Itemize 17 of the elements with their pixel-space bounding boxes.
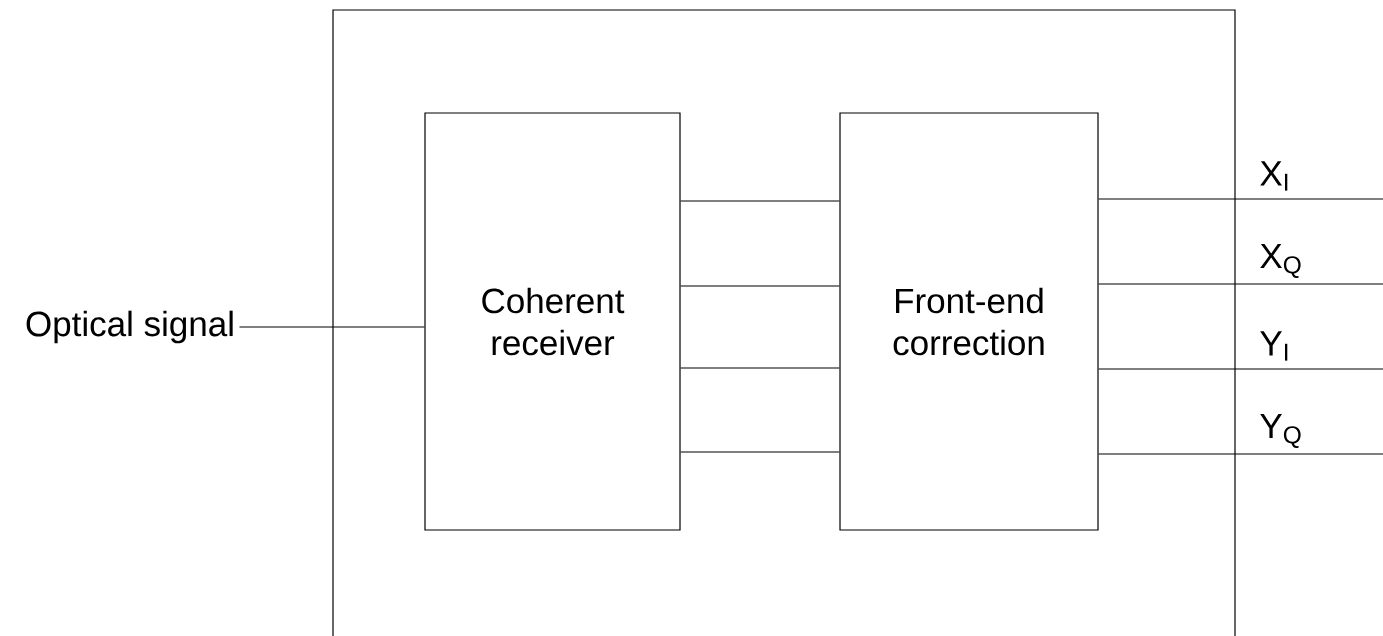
- edge-label: X$_{Q}$: [1260, 244, 1301, 278]
- edge-label: X$_{I}$: [1260, 161, 1288, 191]
- edge-label: Y$_{I}$: [1260, 331, 1288, 361]
- signal-line: [680, 451, 840, 453]
- process-box: Coherent receiver: [424, 112, 681, 531]
- signal-line: [1098, 198, 1383, 200]
- signal-line: [238, 326, 425, 328]
- input-label: Optical signal: [26, 310, 233, 344]
- signal-line: [1098, 283, 1383, 285]
- signal-line: [680, 200, 840, 202]
- frame: [332, 9, 1236, 636]
- process-box: Front-end correction: [839, 112, 1099, 531]
- edge-label: Y$_{Q}$: [1260, 414, 1301, 448]
- signal-line: [1098, 453, 1383, 455]
- signal-line: [680, 367, 840, 369]
- signal-line: [680, 285, 840, 287]
- signal-line: [1098, 368, 1383, 370]
